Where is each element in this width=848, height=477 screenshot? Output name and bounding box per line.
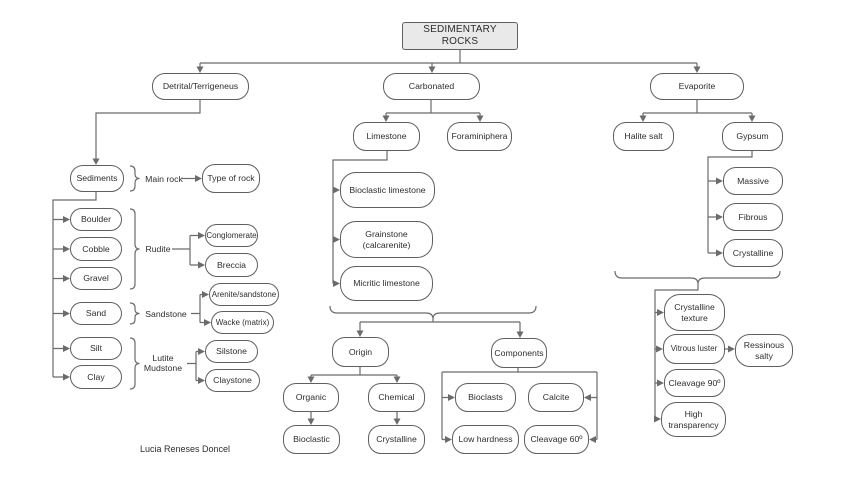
- node-cleavage-60: Cleavage 60º: [524, 425, 589, 454]
- brace-limestone-types: [329, 305, 537, 320]
- arrowheads: [63, 66, 756, 443]
- node-gravel: Gravel: [70, 267, 122, 290]
- node-crystalline-origin: Crystalline: [368, 425, 425, 454]
- node-sand: Sand: [70, 302, 122, 325]
- node-grainstone-calcarenite: Grainstone (calcarenite): [340, 221, 433, 258]
- node-micritic-limestone: Micritic limestone: [340, 266, 433, 301]
- brace-gypsum-types: [614, 270, 781, 285]
- brace-shapes: [129, 165, 781, 390]
- node-cobble: Cobble: [70, 237, 122, 261]
- node-carbonated: Carbonated: [383, 73, 480, 100]
- label-rudite: Rudite: [145, 244, 171, 254]
- node-type-of-rock: Type of rock: [202, 164, 260, 193]
- node-silstone: Silstone: [205, 340, 258, 363]
- node-gypsum: Gypsum: [722, 122, 783, 151]
- node-low-hardness: Low hardness: [452, 425, 519, 454]
- label-lutite-mudstone: Lutite Mudstone: [143, 353, 183, 373]
- node-bioclastic: Bioclastic: [283, 425, 340, 454]
- node-limestone: Limestone: [353, 122, 420, 151]
- node-components: Components: [491, 338, 547, 368]
- node-bioclastic-limestone: Bioclastic limestone: [340, 172, 435, 208]
- node-silt: Silt: [70, 337, 122, 360]
- node-bioclasts: Bioclasts: [455, 383, 516, 412]
- node-breccia: Breccia: [205, 253, 258, 277]
- node-claystone: Claystone: [205, 369, 260, 392]
- brace-sandstone: [129, 302, 140, 325]
- brace-lutite: [129, 337, 140, 390]
- node-crystalline-gypsum: Crystalline: [723, 239, 783, 267]
- node-halite-salt: Halite salt: [613, 122, 674, 151]
- node-sedimentary-rocks: SEDIMENTARY ROCKS: [402, 22, 518, 50]
- node-conglomerate: Conglomerate: [205, 224, 258, 247]
- node-vitrous-luster: Vitrous luster: [663, 334, 725, 364]
- node-cleavage-90: Cleavage 90º: [664, 369, 725, 397]
- node-detrital-terrigeneus: Detrital/Terrigeneus: [152, 73, 249, 100]
- node-evaporite: Evaporite: [650, 73, 744, 100]
- node-wacke-matrix: Wacke (matrix): [211, 311, 274, 334]
- brace-sediments: [129, 165, 140, 192]
- author-credit: Lucia Reneses Doncel: [140, 444, 231, 454]
- node-clay: Clay: [70, 365, 122, 389]
- label-sandstone: Sandstone: [145, 309, 187, 319]
- node-boulder: Boulder: [70, 208, 122, 231]
- node-crystalline-texture: Crystalline texture: [664, 294, 725, 331]
- node-high-transparency: High transparency: [661, 402, 726, 437]
- node-ressinous-salty: Ressinous salty: [735, 334, 793, 367]
- node-chemical: Chemical: [368, 383, 425, 412]
- node-foraminiphera: Foraminiphera: [447, 122, 512, 151]
- node-massive: Massive: [723, 167, 783, 195]
- node-calcite: Calcite: [528, 383, 584, 412]
- node-arenite-sandstone: Arenite/sandstone: [209, 283, 279, 306]
- node-origin: Origin: [332, 337, 389, 367]
- brace-rudite: [129, 208, 140, 290]
- node-fibrous: Fibrous: [723, 203, 783, 231]
- node-organic: Organic: [283, 383, 339, 412]
- node-sediments: Sediments: [70, 165, 124, 192]
- label-main-rock: Main rock: [145, 174, 183, 184]
